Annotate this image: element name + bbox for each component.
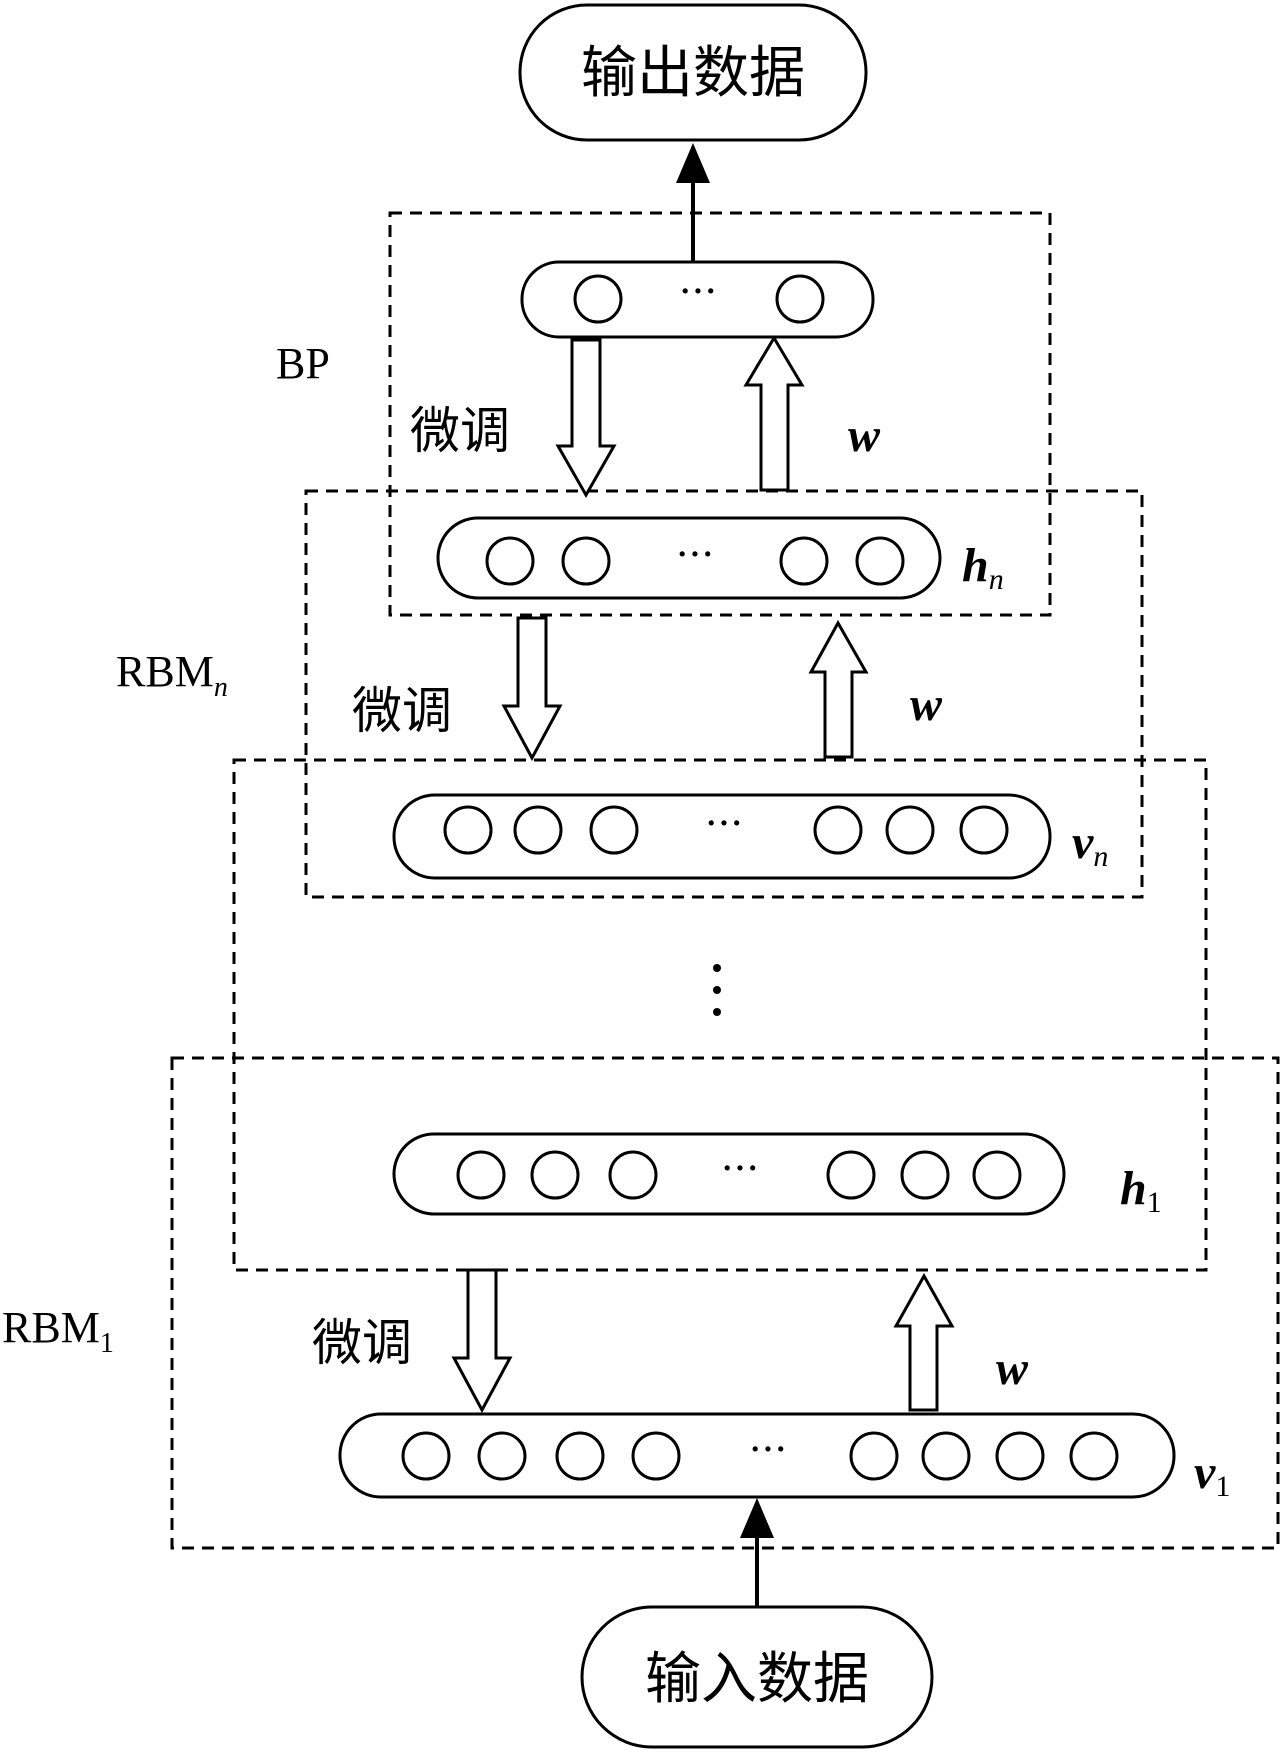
layer-hn: ··· <box>436 516 942 600</box>
neuron <box>477 1431 527 1481</box>
neuron <box>555 1431 605 1481</box>
bp-label: BP <box>276 339 330 388</box>
neuron <box>513 805 563 855</box>
arrow-to-output <box>676 143 710 262</box>
layer-ellipsis: ··· <box>676 532 714 578</box>
neuron <box>813 805 863 855</box>
fine-tune-arrow <box>555 338 617 499</box>
vn-label-subscript: n <box>1093 840 1108 873</box>
h1-label-subscript: 1 <box>1147 1186 1162 1219</box>
layer-ellipsis: ··· <box>721 1146 759 1192</box>
v1-label-subscript: 1 <box>1215 1470 1230 1503</box>
neuron <box>443 805 493 855</box>
input-terminal-label: 输入数据 <box>645 1647 869 1712</box>
hn-label-subscript: n <box>989 563 1004 596</box>
vn-label: vn <box>1072 816 1108 873</box>
rbm-1-label-subscript: 1 <box>100 1328 114 1359</box>
layer-ellipsis: ··· <box>749 1427 787 1473</box>
fine-tune-label-rbm-n: 微调 <box>352 682 452 740</box>
neuron <box>631 1431 681 1481</box>
neuron <box>826 1150 876 1200</box>
arrow-from-input <box>740 1498 774 1607</box>
neuron <box>401 1431 451 1481</box>
vertical-ellipsis <box>713 964 721 1016</box>
neuron <box>885 805 935 855</box>
rbm-n-label: RBMn <box>116 647 228 703</box>
v1-label: v1 <box>1194 1446 1230 1503</box>
neuron <box>456 1150 506 1200</box>
layer-ellipsis: ··· <box>705 801 743 847</box>
v1-label-symbol: v <box>1194 1446 1216 1499</box>
fine-tune-arrow <box>451 1268 513 1414</box>
middle-module-box <box>232 758 1208 1272</box>
h1-label: h1 <box>1120 1162 1162 1219</box>
neuron <box>900 1150 950 1200</box>
neuron <box>972 1150 1022 1200</box>
rbm-1-label: RBM1 <box>2 1303 114 1359</box>
weight-label-bp: w <box>848 409 881 462</box>
neuron <box>849 1431 899 1481</box>
hn-label: hn <box>962 539 1004 596</box>
fine-tune-label-rbm-1: 微调 <box>312 1314 412 1372</box>
neuron <box>995 1431 1045 1481</box>
fine-tune-arrow <box>501 616 563 762</box>
neuron <box>573 274 623 324</box>
neuron <box>855 536 905 586</box>
h1-label-symbol: h <box>1120 1162 1147 1215</box>
weight-arrow <box>743 335 805 492</box>
weight-label-rbm-1: w <box>996 1342 1029 1395</box>
rbm-n-module-box <box>304 489 1144 899</box>
weight-arrow <box>808 619 869 759</box>
bp-module-box <box>388 211 1052 617</box>
neuron <box>561 536 611 586</box>
output-terminal-label: 输出数据 <box>581 41 805 106</box>
neuron <box>485 536 535 586</box>
output-terminal: 输出数据 <box>518 3 868 142</box>
layer-bp-output: ··· <box>520 260 875 339</box>
layer-v1: ··· <box>338 1412 1176 1499</box>
vn-label-symbol: v <box>1072 816 1094 869</box>
hn-label-symbol: h <box>962 539 989 592</box>
layer-vn: ··· <box>392 793 1052 880</box>
weight-arrow <box>893 1272 955 1412</box>
layer-ellipsis: ··· <box>679 269 717 315</box>
neuron <box>775 274 825 324</box>
neuron <box>589 805 639 855</box>
layer-h1: ··· <box>392 1132 1066 1216</box>
neuron <box>959 805 1009 855</box>
fine-tune-label-bp: 微调 <box>410 402 510 460</box>
neuron <box>530 1150 580 1200</box>
rbm-1-module-box <box>170 1056 1280 1550</box>
rbm-1-label-name: RBM <box>2 1303 100 1352</box>
neuron <box>921 1431 971 1481</box>
neuron <box>608 1150 658 1200</box>
input-terminal: 输入数据 <box>580 1605 934 1749</box>
rbm-n-label-subscript: n <box>214 672 228 703</box>
neuron <box>779 536 829 586</box>
rbm-n-label-name: RBM <box>116 647 214 696</box>
weight-label-rbm-n: w <box>910 678 943 731</box>
neuron <box>1069 1431 1119 1481</box>
